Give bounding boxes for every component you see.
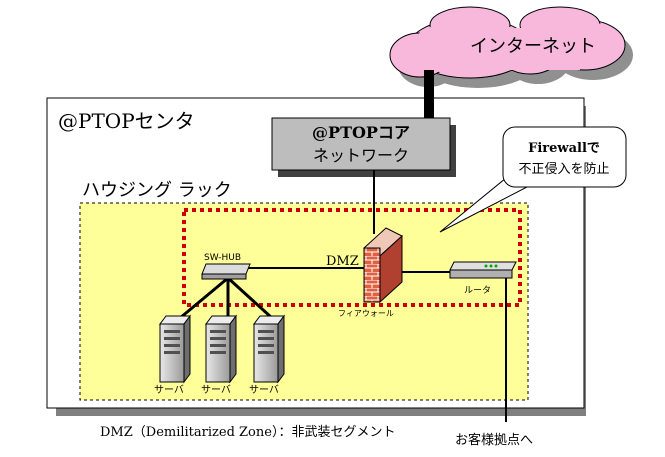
server-label-2: サーバ <box>201 384 231 396</box>
firewall-wall-icon <box>363 227 403 304</box>
core-label-line2: ネットワーク <box>313 146 409 165</box>
callout-line2: 不正侵入を防止 <box>518 161 609 177</box>
rack-label: ハウジング ラック <box>82 180 232 201</box>
housing-rack <box>79 202 529 401</box>
firewall-callout <box>439 126 627 233</box>
server-icon-1 <box>159 314 191 384</box>
server-label-3: サーバ <box>249 384 279 396</box>
firewall-label: フィアウォール <box>338 309 394 318</box>
callout-line1: Firewallで <box>528 141 600 156</box>
internet-cloud <box>389 6 633 88</box>
center-label: @PTOPセンタ <box>58 109 195 133</box>
router-icon <box>449 261 517 279</box>
internet-label: インターネット <box>470 36 596 57</box>
server-label-1: サーバ <box>154 384 184 396</box>
core-box <box>271 117 451 171</box>
server-icon-3 <box>253 314 285 384</box>
dmz-label: DMZ <box>326 254 359 269</box>
server-icon-2 <box>205 314 237 384</box>
switch-hub-icon <box>201 263 251 280</box>
hub-server-links <box>179 276 274 320</box>
dmz-zone <box>182 208 522 307</box>
core-label-line1: @PTOPコア <box>312 123 410 142</box>
router-label: ルータ <box>464 285 491 296</box>
internet-uplink <box>424 70 434 120</box>
customer-label: お客様拠点へ <box>455 432 533 448</box>
hub-label: SW-HUB <box>204 253 241 263</box>
dmz-footnote: DMZ（Demilitarized Zone）：非武装セグメント <box>100 425 395 440</box>
